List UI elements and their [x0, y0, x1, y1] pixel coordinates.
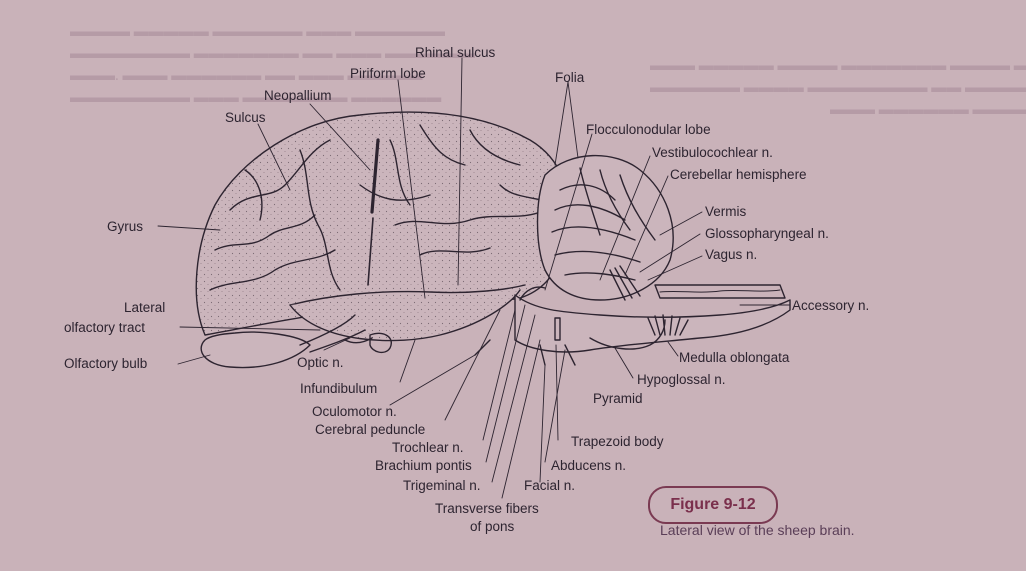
label-piriform-lobe: Piriform lobe — [350, 66, 426, 81]
label-transverse-fibers: Transverse fibers — [435, 501, 539, 516]
label-neopallium: Neopallium — [264, 88, 332, 103]
label-trapezoid-body: Trapezoid body — [571, 434, 664, 449]
figure-caption: Lateral view of the sheep brain. — [660, 522, 855, 538]
bleed-through-text: ▬▬▬▬▬▬▬▬ ▬▬▬▬▬▬▬ ▬▬ ▬▬▬ ▬▬▬▬▬▬ — [70, 46, 475, 62]
olfactory-bulb — [200, 331, 311, 369]
label-vagus-n: Vagus n. — [705, 247, 758, 262]
label-accessory-n: Accessory n. — [792, 298, 870, 313]
label-cerebellar-hemisphere: Cerebellar hemisphere — [670, 167, 807, 182]
label-facial-n: Facial n. — [524, 478, 576, 493]
label-cerebral-peduncle: Cerebral peduncle — [315, 422, 426, 437]
label-pyramid: Pyramid — [593, 391, 643, 406]
bleed-through-text: ▬▬▬▬▬▬▬▬ ▬▬▬ ▬▬▬▬▬▬▬ ▬▬▬▬▬▬ — [70, 90, 442, 106]
label-sulcus: Sulcus — [225, 110, 266, 125]
bleed-through-text: ▬▬▬▬ ▬▬▬▬▬ ▬▬▬▬▬▬ ▬▬▬ ▬▬▬▬▬▬ — [70, 24, 445, 40]
label-medulla-oblongata: Medulla oblongata — [679, 350, 790, 365]
bleed-through-text: ▬▬▬ ▬▬▬▬▬ ▬▬▬▬ ▬▬▬▬▬▬▬ ▬▬▬▬ ▬▬▬▬ — [650, 58, 1026, 74]
label-of-pons: of pons — [470, 519, 515, 534]
brainstem — [514, 294, 791, 353]
label-vermis: Vermis — [705, 204, 747, 219]
cerebellum — [536, 154, 674, 301]
label-rhinal-sulcus: Rhinal sulcus — [415, 45, 496, 60]
label-brachium-pontis: Brachium pontis — [375, 458, 472, 473]
figure-number-badge: Figure 9-12 — [648, 486, 778, 524]
bleed-through-text: ▬▬▬ ▬▬▬▬▬▬ ▬▬▬▬ — [830, 102, 1026, 118]
label-gyrus: Gyrus — [107, 219, 144, 234]
label-folia: Folia — [555, 70, 585, 85]
label-vestibulocochlear-n: Vestibulocochlear n. — [652, 145, 773, 160]
label-flocculonodular-lobe: Flocculonodular lobe — [586, 122, 711, 137]
label-olfactory-tract: olfactory tract — [64, 320, 146, 335]
label-trigeminal-n: Trigeminal n. — [403, 478, 481, 493]
label-lateral: Lateral — [124, 300, 166, 315]
label-oculomotor-n: Oculomotor n. — [312, 404, 397, 419]
bleed-through-text: ▬▬▬. ▬▬▬ ▬▬▬▬▬▬ ▬▬ ▬▬▬ ▬▬▬▬▬ — [70, 68, 423, 84]
label-hypoglossal-n: Hypoglossal n. — [637, 372, 726, 387]
bleed-through-text: ▬▬▬▬▬▬ ▬▬▬▬ ▬▬▬▬▬▬▬▬ ▬▬ ▬▬▬▬▬▬ — [650, 80, 1026, 96]
label-trochlear-n: Trochlear n. — [392, 440, 464, 455]
label-olfactory-bulb: Olfactory bulb — [64, 356, 148, 371]
label-abducens-n: Abducens n. — [551, 458, 627, 473]
label-optic-n: Optic n. — [297, 355, 344, 370]
label-infundibulum: Infundibulum — [300, 381, 378, 396]
label-glossopharyngeal-n: Glossopharyngeal n. — [705, 226, 829, 241]
